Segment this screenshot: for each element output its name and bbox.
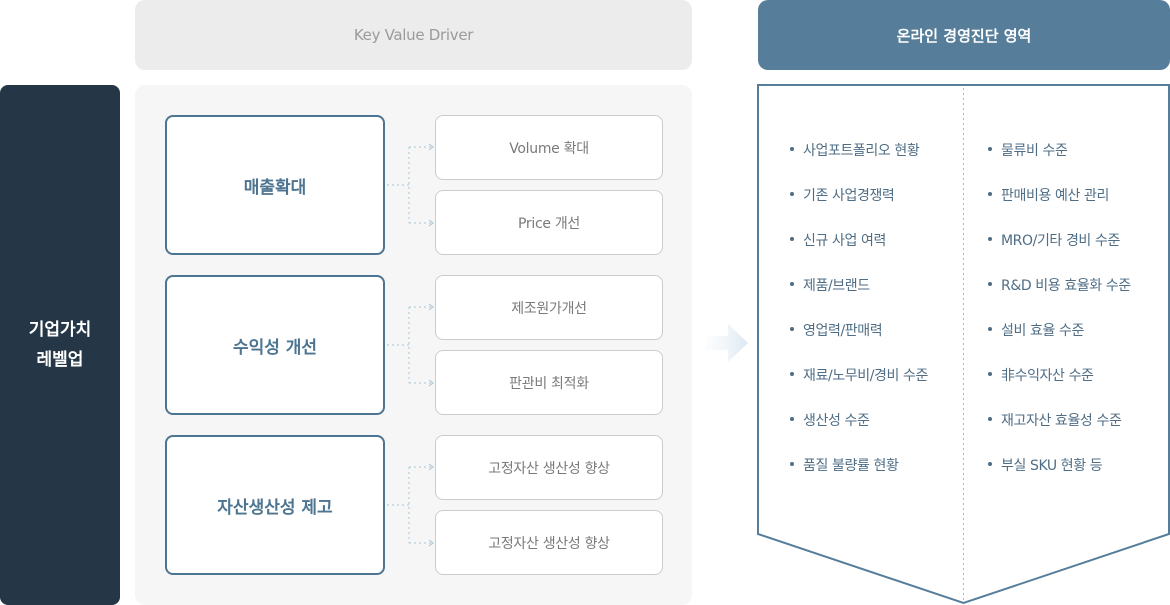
driver-sales-expansion: 매출확대: [165, 115, 385, 255]
list-item: 제품/브랜드: [790, 275, 928, 320]
list-item: 물류비 수준: [988, 140, 1131, 185]
connector-lines: [387, 143, 434, 547]
sub-sga-optimization: 판관비 최적화: [435, 350, 663, 415]
sub-price: Price 개선: [435, 190, 663, 255]
list-item: 재료/노무비/경비 수준: [790, 365, 928, 410]
list-item: 생산성 수준: [790, 410, 928, 455]
list-item: 판매비용 예산 관리: [988, 185, 1131, 230]
list-item: MRO/기타 경비 수준: [988, 230, 1131, 275]
driver-profitability: 수익성 개선: [165, 275, 385, 415]
online-diagnosis-header: 온라인 경영진단 영역: [758, 0, 1170, 70]
driver-asset-productivity: 자산생산성 제고: [165, 435, 385, 575]
list-item: 부실 SKU 현황 등: [988, 455, 1131, 500]
sub-manufacturing-cost: 제조원가개선: [435, 275, 663, 340]
list-item: 신규 사업 여력: [790, 230, 928, 275]
diagnosis-list-right: 물류비 수준 판매비용 예산 관리 MRO/기타 경비 수준 R&D 비용 효율…: [988, 140, 1131, 500]
list-item: 사업포트폴리오 현황: [790, 140, 928, 185]
value-levelup-label: 기업가치 레벨업: [0, 85, 120, 605]
list-item: 기존 사업경쟁력: [790, 185, 928, 230]
list-item: R&D 비용 효율화 수준: [988, 275, 1131, 320]
sub-volume: Volume 확대: [435, 115, 663, 180]
diagnosis-area-frame: [757, 84, 1170, 605]
list-item: 품질 불량률 현황: [790, 455, 928, 500]
list-item: 재고자산 효율성 수준: [988, 410, 1131, 455]
key-value-driver-header: Key Value Driver: [135, 0, 692, 70]
flow-arrow-icon: [706, 324, 748, 362]
list-item: 영업력/판매력: [790, 320, 928, 365]
sub-fixed-asset-2: 고정자산 생산성 향상: [435, 510, 663, 575]
list-item: 설비 효율 수준: [988, 320, 1131, 365]
sub-fixed-asset-1: 고정자산 생산성 향상: [435, 435, 663, 500]
list-item: 非수익자산 수준: [988, 365, 1131, 410]
diagnosis-list-left: 사업포트폴리오 현황 기존 사업경쟁력 신규 사업 여력 제품/브랜드 영업력/…: [790, 140, 928, 500]
